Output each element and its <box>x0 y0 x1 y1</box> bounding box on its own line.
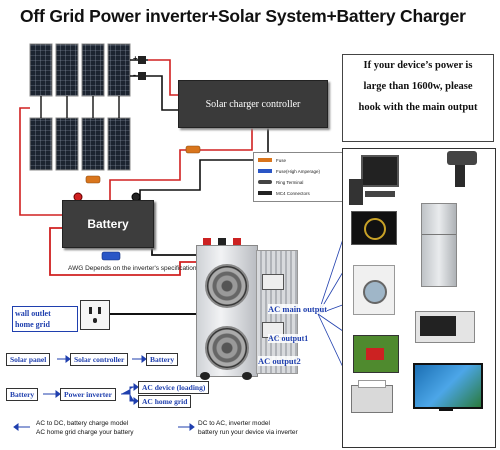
fuse-icon <box>258 158 272 162</box>
positive-sign: + <box>133 54 138 63</box>
wall-outlet-label: wall outlet home grid <box>12 306 78 332</box>
fuse-icon <box>86 176 100 183</box>
legend-item-high-fuse: Fuse(High Amperage) <box>258 167 320 175</box>
solar-panel-3 <box>82 44 104 96</box>
inverter-fan-icon <box>205 264 249 308</box>
computer-tower-icon <box>349 179 363 205</box>
keyboard-icon <box>365 191 395 197</box>
ac-output2-label: AC output2 <box>258 356 301 366</box>
solar-panel-6 <box>56 118 78 170</box>
legend-item-mc4: MC4 Connectors <box>258 189 310 197</box>
battery-label: Battery <box>87 217 128 231</box>
flow-battery: Battery <box>146 353 178 366</box>
mc4-connector-icon <box>258 191 272 195</box>
flow2-ac-home-grid: AC home grid <box>138 395 191 408</box>
lawn-mower-icon <box>353 335 399 373</box>
power-inverter <box>196 245 258 377</box>
high-amperage-fuse-icon <box>258 169 272 173</box>
ring-terminal-icon <box>258 180 272 184</box>
controller-to-battery-black-wire <box>140 126 268 200</box>
flow2-power-inverter: Power inverter <box>60 388 116 401</box>
ac-socket-icon <box>262 274 284 290</box>
footer-left-note: AC to DC, battery charge model AC home g… <box>36 419 134 437</box>
washing-machine-icon <box>353 265 395 315</box>
flow-solar-panel: Solar panel <box>6 353 50 366</box>
television-icon <box>413 363 483 409</box>
solar-panel-7 <box>82 118 104 170</box>
appliance-panel <box>342 148 496 448</box>
mc4-connector-icon <box>138 56 146 64</box>
induction-cooker-icon <box>351 211 397 245</box>
inverter-fan-icon <box>205 326 249 370</box>
power-drill-icon <box>447 151 477 165</box>
refrigerator-icon <box>421 203 457 287</box>
flow2-ac-device: AC device (loading) <box>138 381 209 394</box>
solar-panel-2 <box>56 44 78 96</box>
solar-panel-array <box>30 44 130 170</box>
ac-output1-label: AC output1 <box>268 334 308 343</box>
battery-block: Battery <box>62 200 154 248</box>
footer-right-note: DC to AC, inverter model battery run you… <box>198 419 298 437</box>
legend-item-ring-terminal: Ring Terminal <box>258 178 303 186</box>
flow-solar-controller: Solar controller <box>70 353 128 366</box>
power-note-box: If your device’s power is large than 160… <box>342 54 494 142</box>
drill-handle-icon <box>455 165 465 187</box>
controller-label: Solar charger controller <box>206 99 301 110</box>
tv-stand-icon <box>439 407 453 411</box>
mc4-connector-icon <box>138 72 146 80</box>
wheel-icon <box>242 372 252 380</box>
flow2-battery: Battery <box>6 388 38 401</box>
solar-charger-controller: Solar charger controller <box>178 80 328 128</box>
controller-to-battery-red-wire <box>110 126 252 200</box>
fuse-icon <box>186 146 200 153</box>
solar-panel-8 <box>108 118 130 170</box>
microwave-icon <box>415 311 475 343</box>
printer-icon <box>351 385 393 413</box>
awg-note: AWG Depends on the inverter's specificat… <box>68 265 197 272</box>
solar-panel-5 <box>30 118 52 170</box>
negative-sign: - <box>133 70 136 80</box>
wiring-legend: Fuse Fuse(High Amperage) Ring Terminal M… <box>253 152 343 202</box>
solar-panel-1 <box>30 44 52 96</box>
solar-panel-4 <box>108 44 130 96</box>
ac-main-output-label: AC main output <box>268 304 327 314</box>
computer-monitor-icon <box>361 155 399 187</box>
wall-outlet-icon <box>80 300 110 330</box>
wheel-icon <box>200 372 210 380</box>
high-amperage-fuse-icon <box>102 252 120 260</box>
legend-item-fuse: Fuse <box>258 156 286 164</box>
